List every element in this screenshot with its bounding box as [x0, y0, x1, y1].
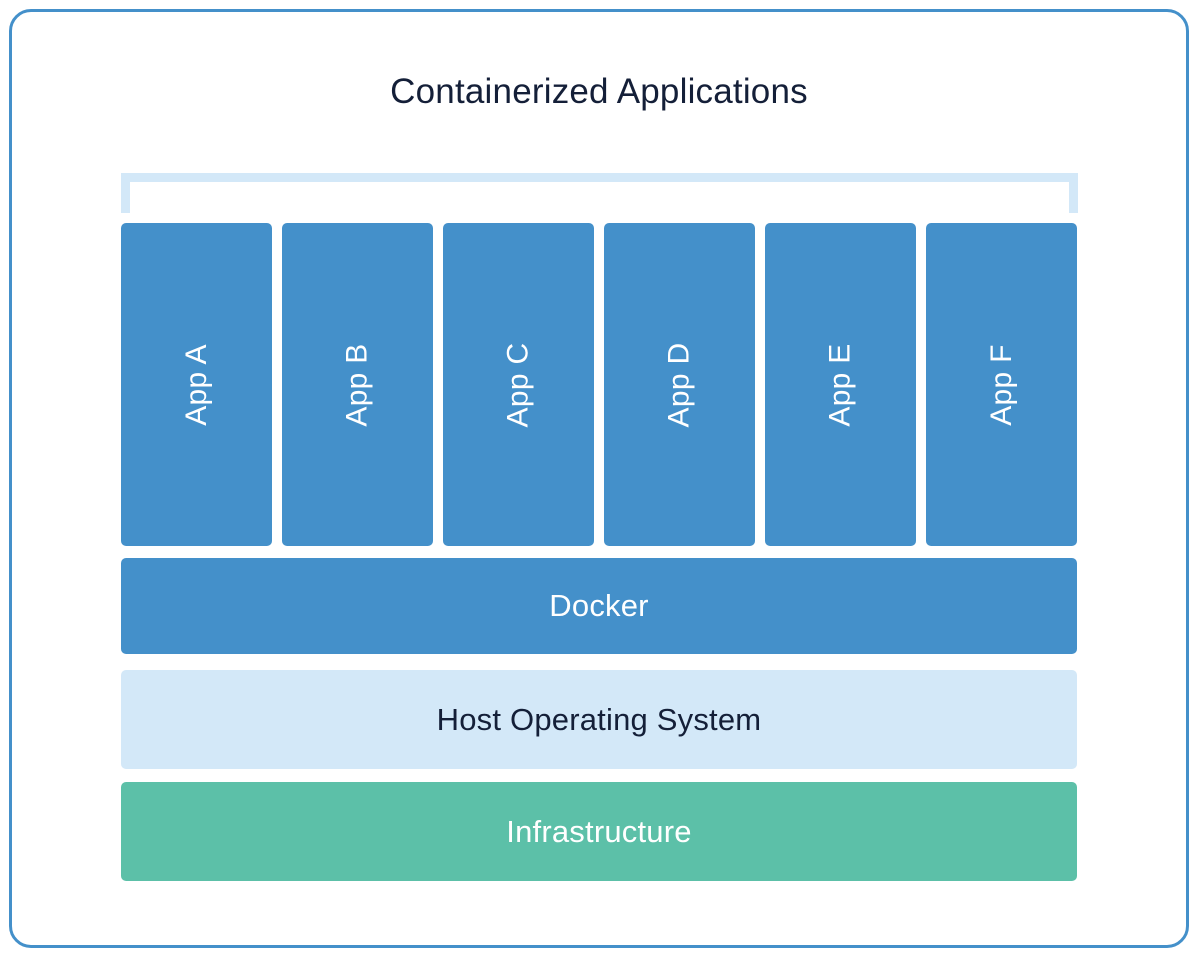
app-box-f[interactable]: App F [926, 223, 1077, 546]
application-row: App A App B App C App D App E App F [121, 223, 1077, 546]
app-label: App D [662, 342, 696, 427]
app-label: App F [984, 343, 1018, 426]
app-box-c[interactable]: App C [443, 223, 594, 546]
app-box-d[interactable]: App D [604, 223, 755, 546]
app-box-e[interactable]: App E [765, 223, 916, 546]
page-title: Containerized Applications [390, 72, 808, 111]
layer-infrastructure[interactable]: Infrastructure [121, 782, 1077, 881]
layer-host-operating-system[interactable]: Host Operating System [121, 670, 1077, 769]
layer-docker[interactable]: Docker [121, 558, 1077, 654]
app-label: App E [823, 342, 857, 427]
app-label: App A [179, 343, 213, 426]
app-box-b[interactable]: App B [282, 223, 433, 546]
app-box-a[interactable]: App A [121, 223, 272, 546]
containerized-apps-bracket [121, 173, 1078, 213]
app-label: App B [340, 342, 374, 427]
app-label: App C [501, 342, 535, 427]
